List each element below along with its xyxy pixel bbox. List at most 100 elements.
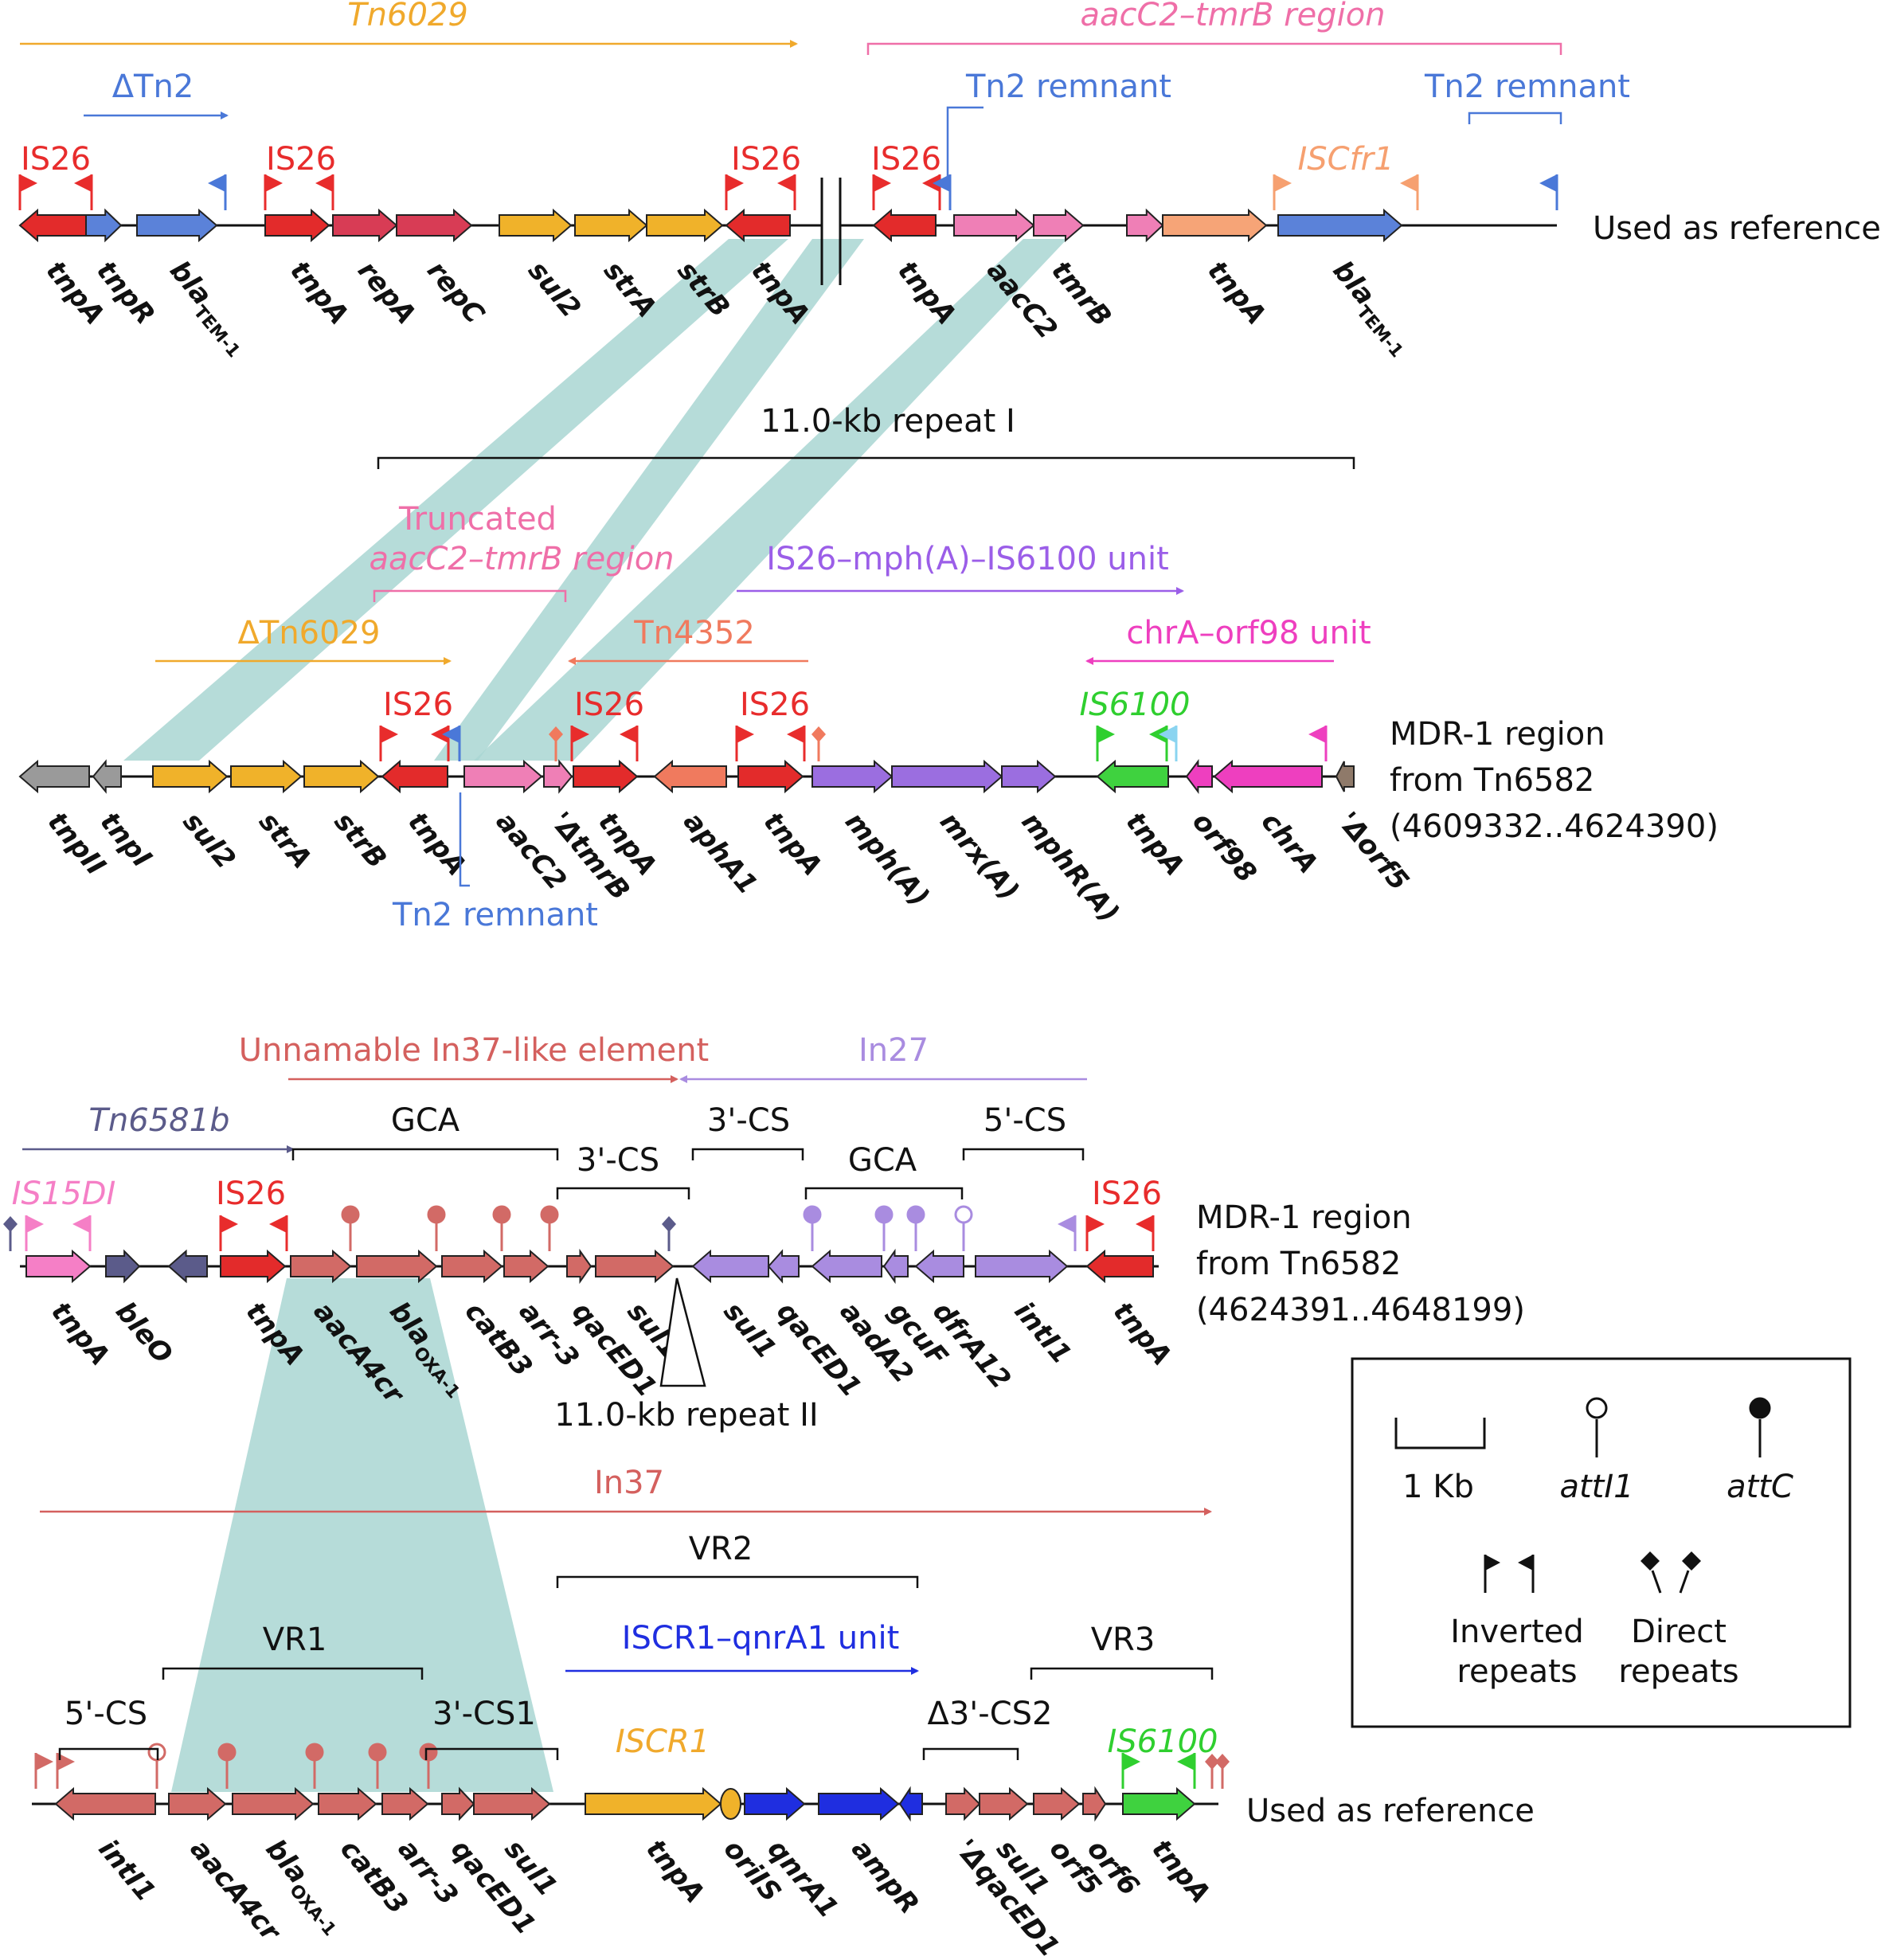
gene-strB [303, 759, 380, 794]
annotation-label: chrA–orf98 unit [1126, 615, 1371, 651]
gene-aacC2 [953, 208, 1035, 243]
gene-label: tnpA [401, 806, 472, 882]
homology-shade-1 [123, 239, 788, 761]
attC-marker [803, 1205, 822, 1224]
gene-label: chrA [1255, 806, 1324, 880]
gene-label: blaTEM-1 [1322, 255, 1420, 362]
inverted-repeat-flag-head [1177, 1753, 1195, 1770]
gene-tnpA [585, 1786, 722, 1821]
gene-bla [356, 1249, 438, 1284]
homology-shading-layer [123, 239, 1067, 1792]
gene-label: sul2 [522, 255, 587, 324]
annotation-label: ΔTn6029 [238, 615, 381, 651]
gene-mrx(A) [891, 759, 1003, 794]
inverted-repeat-flag-head [933, 174, 950, 192]
gene-tnpA [573, 759, 639, 794]
gene-qacED1 [566, 1248, 592, 1285]
gene-label: intI1 [1008, 1296, 1077, 1370]
gene-mph(A) [811, 759, 894, 794]
attI1-legend-label: attI1 [1559, 1469, 1633, 1505]
legend-box [1351, 1357, 1852, 1728]
inverted-repeat-flag-head [777, 174, 795, 192]
gene-aacC2 [463, 759, 543, 794]
gene-label-sub: TEM-1 [190, 302, 244, 362]
gene-catB3 [441, 1249, 503, 1284]
row-side-label: Used as reference [1246, 1793, 1535, 1829]
direct-repeat-diamond [549, 726, 563, 742]
annotation-label: VR3 [1091, 1622, 1156, 1658]
annotation-label: GCA [848, 1142, 917, 1179]
gene-label: intI1 [92, 1833, 162, 1907]
annotation-label: 3'-CS1 [432, 1696, 536, 1732]
bracket-3cs [556, 1187, 690, 1199]
inverted-repeat-flag-head [1087, 1215, 1105, 1233]
annotation-label: aacC2–tmrB region [369, 541, 674, 577]
gene-repC [396, 208, 473, 243]
annotation-label: 5'-CS [65, 1696, 147, 1732]
annotation-label: VR2 [689, 1531, 753, 1567]
gene-tnpR [85, 208, 123, 243]
gene-label: sul2 [177, 806, 242, 875]
annotation-label: 3'-CS [707, 1102, 790, 1139]
annotation-label: Tn4352 [633, 615, 755, 651]
gene-tnpA [737, 759, 804, 794]
inverted-repeat-flag-head [1308, 726, 1326, 743]
row-side-label: from Tn6582 [1390, 762, 1594, 799]
tn2-remnant-leader [459, 792, 470, 887]
row-side-label: (4624391..4648199) [1196, 1292, 1525, 1328]
gene-label: aphA1 [677, 806, 764, 901]
gene-label: tnpA [1120, 806, 1191, 882]
gene-label: strA [252, 806, 318, 875]
gene-aacA4cr [168, 1786, 227, 1821]
range-aacC2-tmrB [866, 42, 1562, 55]
annotation-label: Tn6581b [89, 1102, 230, 1139]
row-side-label: Used as reference [1593, 210, 1881, 247]
gene-chrA [1213, 759, 1323, 794]
gene-label-sub: OXA-1 [285, 1880, 339, 1940]
annotation-label: IS6100 [1108, 1723, 1218, 1760]
inverted-repeat-flag-head [431, 726, 448, 743]
annotation-label: IS26 [574, 687, 644, 723]
annotation-label: Tn6029 [347, 0, 468, 33]
annotation-label: IS26 [383, 687, 453, 723]
direct-repeat-legend-stem [1679, 1570, 1690, 1594]
gene-tnpA [25, 1249, 92, 1284]
gene-tnpA [872, 208, 937, 243]
homology-shade-2 [434, 239, 864, 761]
inverted-repeat-flag-head [737, 726, 754, 743]
scale-label: 1 Kb [1402, 1469, 1474, 1505]
inverted-repeats-label: repeats [1457, 1653, 1577, 1690]
gene-orf98 [1185, 759, 1213, 794]
inverted-repeat-flag-head [922, 174, 940, 192]
bracket-vr1 [162, 1667, 424, 1680]
direct-repeat-diamond [1215, 1754, 1230, 1770]
gene-label: mph(A) [839, 806, 936, 913]
attC-marker [874, 1205, 894, 1224]
attC-marker [540, 1205, 559, 1224]
inverted-repeat-flag-head [874, 174, 891, 192]
gene-sul2 [499, 208, 573, 243]
row-side-label: (4609332..4624390) [1390, 808, 1719, 845]
gene-tmrB [1033, 208, 1085, 243]
attC-legend-label: attC [1727, 1469, 1793, 1505]
bracket-3cs2 [922, 1747, 1019, 1760]
direct-repeat-legend-icon [1682, 1551, 1701, 1571]
scale-bar [1394, 1418, 1486, 1449]
direct-repeat-diamond [1205, 1754, 1219, 1770]
gene-strA [230, 759, 303, 794]
gene-bla [136, 208, 218, 243]
inverted-repeat-legend-icon [1485, 1555, 1500, 1571]
homology-shade-4 [171, 1278, 553, 1792]
range-truncated-aacC2 [373, 589, 567, 602]
attI1-legend-icon [1586, 1397, 1608, 1419]
gene-ampR [818, 1786, 900, 1821]
attC-legend-icon [1749, 1397, 1771, 1419]
inverted-repeat-legend-icon [1518, 1555, 1533, 1571]
gene-'Δorf5 [1335, 761, 1355, 792]
inverted-repeat-flag-head [72, 1215, 90, 1233]
inverted-repeat-flag-head [1400, 174, 1418, 192]
inverted-repeat-flag-head [1539, 174, 1557, 192]
gene-tnpA [220, 1249, 287, 1284]
gene-arr-3 [381, 1786, 429, 1821]
